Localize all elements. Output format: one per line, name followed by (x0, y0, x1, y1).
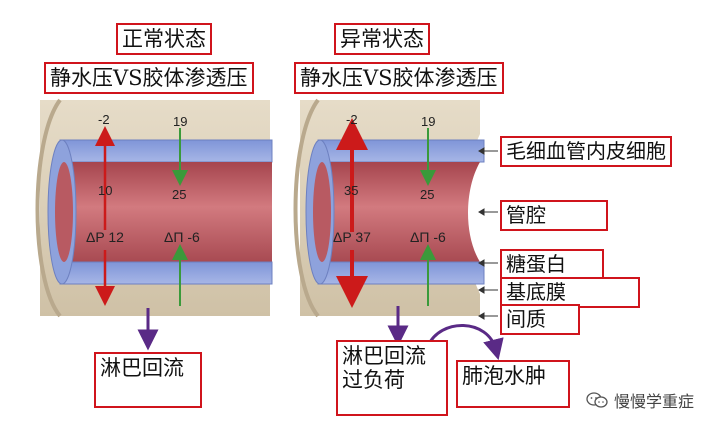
abnormal-lymph-overload-label: 淋巴回流 过负荷 (336, 340, 448, 416)
normal-state-title: 正常状态 (116, 23, 212, 56)
basement-membrane-label: 基底膜 (500, 277, 640, 308)
abnormal-lymph-label-line1: 淋巴回流 (342, 344, 426, 368)
abnormal-state-title: 异常状态 (334, 23, 430, 56)
normal-subtitle: 静水压VS胶体渗透压 (44, 62, 254, 95)
abnormal-lymph-label-line2: 过负荷 (342, 368, 405, 393)
normal-lumen (60, 162, 272, 262)
abnormal-capillary (293, 98, 504, 361)
abnormal-vessel-opening (313, 162, 331, 262)
abnormal-delta-pi: ΔΠ -6 (410, 229, 446, 245)
normal-lymph-label: 淋巴回流 (94, 352, 202, 408)
normal-membrane-bottom (59, 261, 273, 285)
normal-delta-pi: ΔΠ -6 (164, 229, 200, 245)
normal-top-left-value: -2 (98, 112, 110, 127)
endothelium-label: 毛细血管内皮细胞 (500, 136, 672, 167)
normal-inner-right-value: 25 (172, 187, 187, 202)
interstitium-label: 间质 (500, 304, 580, 335)
albumin-label: 糖蛋白 (500, 249, 604, 280)
normal-inner-left-value: 10 (98, 183, 113, 198)
abnormal-inner-right-value: 25 (420, 187, 435, 202)
lumen-label: 管腔 (500, 200, 608, 231)
normal-top-right-value: 19 (173, 114, 188, 129)
abnormal-membrane-top (317, 139, 485, 163)
edema-curved-arrow (426, 324, 504, 361)
watermark-text: 慢慢学重症 (614, 392, 695, 411)
abnormal-subtitle: 静水压VS胶体渗透压 (294, 62, 504, 95)
abnormal-inner-left-value: 35 (344, 183, 359, 198)
watermark: 慢慢学重症 (586, 388, 694, 412)
normal-capillary (35, 98, 273, 351)
abnormal-membrane-bottom (317, 261, 485, 285)
alveolar-edema-label: 肺泡水肿 (456, 360, 570, 408)
abnormal-top-left-value: -2 (346, 112, 358, 127)
abnormal-lumen (318, 162, 480, 262)
abnormal-delta-p: ΔP 37 (333, 229, 371, 245)
normal-vessel-opening (55, 162, 73, 262)
normal-membrane-top (59, 139, 273, 163)
abnormal-top-right-value: 19 (421, 114, 436, 129)
normal-delta-p: ΔP 12 (86, 229, 124, 245)
structure-pointers (478, 147, 498, 320)
wechat-icon (586, 392, 608, 408)
